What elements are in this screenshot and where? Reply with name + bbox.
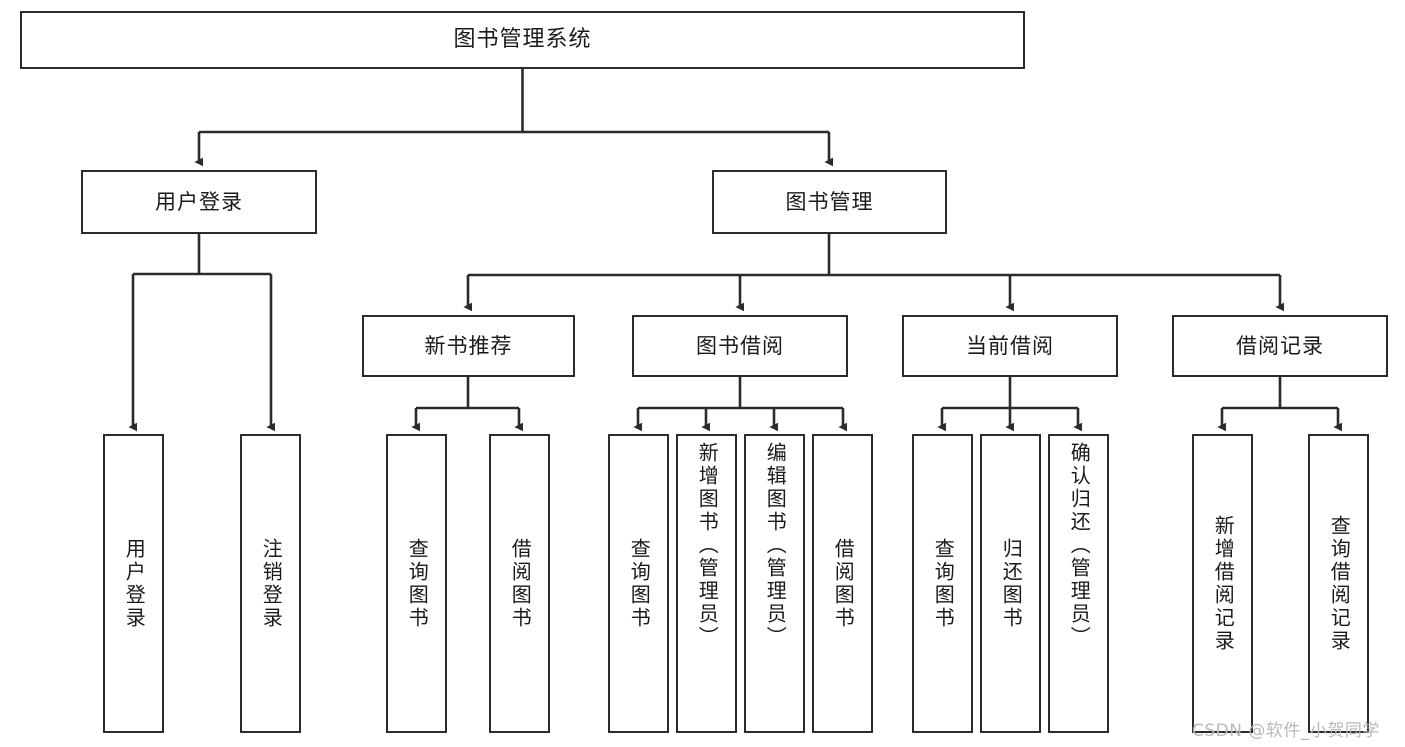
- leaf-borrow-record-query-record[interactable]: 查询借阅记录: [1308, 434, 1369, 733]
- leaf-book-borrow-add-book-admin[interactable]: 新增图书（管理员）: [676, 434, 737, 733]
- leaf-new-book-borrow-book[interactable]: 借阅图书: [489, 434, 550, 733]
- node-label: 注销登录: [259, 537, 284, 630]
- node-borrow-record[interactable]: 借阅记录: [1172, 315, 1388, 377]
- leaf-user-login-login[interactable]: 用户登录: [103, 434, 164, 733]
- node-label: 查询借阅记录: [1327, 514, 1352, 653]
- node-label: 当前借阅: [966, 333, 1054, 358]
- node-label: 编辑图书（管理员）: [763, 442, 788, 649]
- node-label: 借阅图书: [831, 537, 856, 630]
- leaf-borrow-record-add-record[interactable]: 新增借阅记录: [1192, 434, 1253, 733]
- node-label: 用户登录: [155, 189, 243, 214]
- leaf-book-borrow-borrow-book[interactable]: 借阅图书: [812, 434, 873, 733]
- node-label: 归还图书: [999, 537, 1024, 630]
- leaf-new-book-query-book[interactable]: 查询图书: [386, 434, 447, 733]
- leaf-book-borrow-query-book[interactable]: 查询图书: [608, 434, 669, 733]
- node-label: 确认归还（管理员）: [1067, 442, 1092, 649]
- node-label: 查询图书: [405, 537, 430, 630]
- node-user-login[interactable]: 用户登录: [81, 170, 317, 234]
- leaf-book-borrow-edit-book-admin[interactable]: 编辑图书（管理员）: [744, 434, 805, 733]
- node-book-borrow[interactable]: 图书借阅: [632, 315, 848, 377]
- leaf-current-borrow-query-book[interactable]: 查询图书: [912, 434, 973, 733]
- leaf-current-borrow-return-book[interactable]: 归还图书: [980, 434, 1041, 733]
- node-root-book-management-system[interactable]: 图书管理系统: [20, 11, 1025, 69]
- leaf-current-borrow-confirm-return-admin[interactable]: 确认归还（管理员）: [1048, 434, 1109, 733]
- node-label: 图书管理: [785, 189, 874, 214]
- node-new-book-recommend[interactable]: 新书推荐: [362, 315, 575, 377]
- node-label: 新书推荐: [424, 333, 513, 358]
- leaf-user-login-logout[interactable]: 注销登录: [240, 434, 301, 733]
- node-label: 借阅记录: [1236, 333, 1324, 358]
- node-label: 图书借阅: [696, 333, 784, 358]
- node-label: 查询图书: [931, 537, 956, 630]
- node-current-borrow[interactable]: 当前借阅: [902, 315, 1118, 377]
- node-label: 新增图书（管理员）: [695, 442, 720, 649]
- node-label: 图书管理系统: [453, 27, 592, 53]
- node-book-management[interactable]: 图书管理: [712, 170, 947, 234]
- node-label: 借阅图书: [508, 537, 533, 630]
- node-label: 查询图书: [627, 537, 652, 630]
- node-label: 新增借阅记录: [1211, 514, 1236, 653]
- csdn-watermark: CSDN @软件_小贺同学: [1192, 721, 1380, 741]
- node-label: 用户登录: [122, 537, 147, 630]
